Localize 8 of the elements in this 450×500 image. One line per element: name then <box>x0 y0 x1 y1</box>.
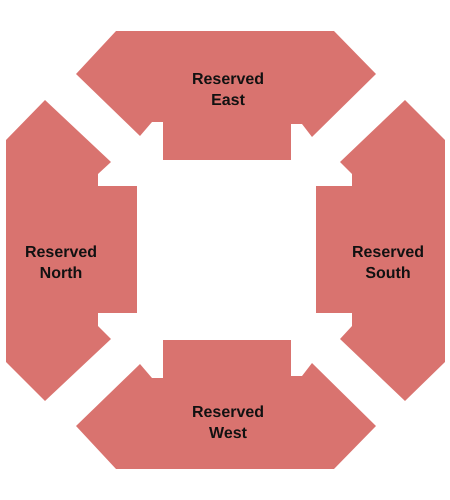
section-label: Reserved West <box>190 403 266 444</box>
seating-section <box>316 100 445 401</box>
section-label: Reserved South <box>350 243 426 284</box>
seating-section <box>76 340 376 469</box>
section-label: Reserved North <box>24 243 98 284</box>
seating-section <box>6 100 137 401</box>
section-label: Reserved East <box>190 70 266 111</box>
seating-section <box>76 31 376 160</box>
